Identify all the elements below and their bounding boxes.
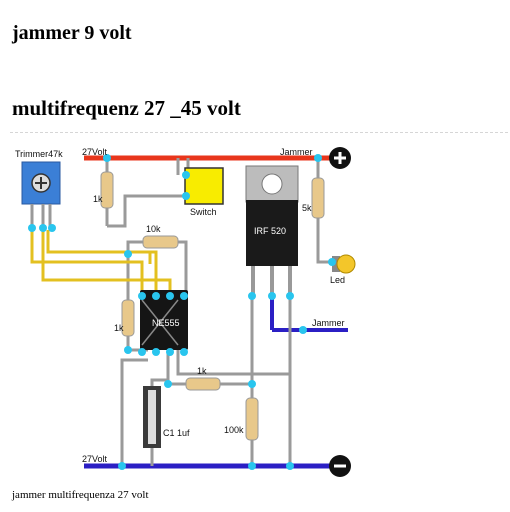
label-27volt-bottom: 27Volt — [82, 454, 108, 464]
label-switch: Switch — [190, 207, 217, 217]
label-1k-left: 1k — [114, 323, 124, 333]
label-1k-mid: 1k — [197, 366, 207, 376]
heading-jammer-9-volt: jammer 9 volt — [12, 22, 132, 44]
label-10k: 10k — [146, 224, 161, 234]
resistor-100k — [245, 397, 259, 441]
trimmer-pot — [21, 161, 61, 230]
label-trimmer: Trimmer47k — [15, 149, 63, 159]
label-ne555: NE555 — [152, 318, 180, 328]
switch — [184, 167, 224, 205]
label-100k: 100k — [224, 425, 244, 435]
label-5k: 5k — [302, 203, 312, 213]
label-27volt-top: 27Volt — [82, 147, 108, 157]
heading-multifrequenz: multifrequenz 27 _45 volt — [12, 96, 241, 120]
resistor-1k-top — [100, 171, 114, 209]
resistor-5k — [311, 177, 325, 219]
label-c1: C1 1uf — [163, 428, 190, 438]
ne555-chip — [140, 290, 188, 350]
label-jammer-right: Jammer — [312, 318, 345, 328]
label-1k-top: 1k — [93, 194, 103, 204]
resistor-1k-mid — [185, 377, 221, 391]
label-led: Led — [330, 275, 345, 285]
capacitor-c1 — [143, 386, 161, 448]
divider — [10, 132, 508, 133]
image-caption: jammer multifrequenza 27 volt — [12, 489, 149, 501]
plus-terminal — [329, 147, 351, 169]
led — [332, 254, 356, 274]
minus-terminal — [329, 455, 351, 477]
label-irf520: IRF 520 — [254, 226, 286, 236]
irf520-mosfet — [245, 165, 299, 296]
label-jammer-top: Jammer — [280, 147, 313, 157]
circuit-schematic: Trimmer47k 27Volt Jammer 1k Switch IRF 5… — [15, 147, 356, 477]
resistor-10k — [142, 235, 179, 249]
resistor-1k-left — [121, 299, 135, 337]
